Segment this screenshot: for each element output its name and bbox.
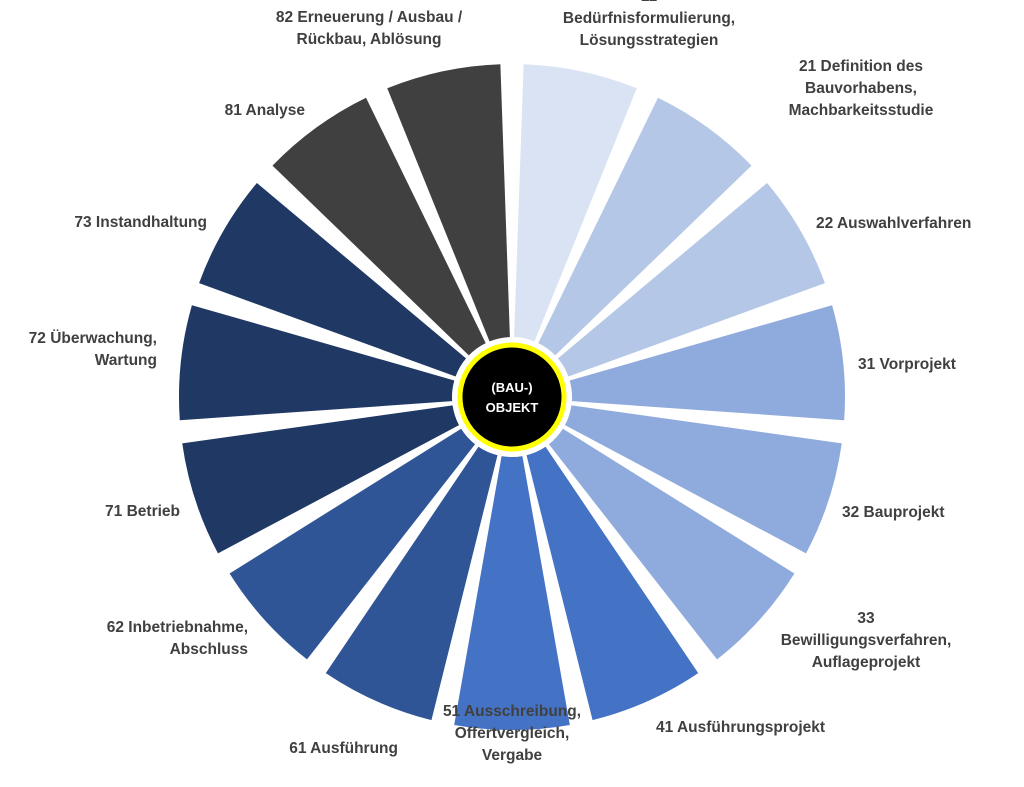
label-phase-32-line-1: 32 Bauprojekt — [842, 504, 945, 521]
wedge-phase-61 — [325, 446, 498, 721]
wedge-phase-22 — [557, 182, 825, 377]
label-phase-71-line-1: 71 Betrieb — [105, 503, 180, 520]
center-label-line-2: OBJEKT — [486, 400, 539, 415]
wedge-phase-62 — [229, 428, 476, 660]
label-phase-61-line-1: 61 Ausführung — [289, 740, 398, 757]
label-phase-51-line-1: 51 Ausschreibung, — [443, 703, 581, 720]
center-circle — [457, 342, 567, 452]
wedge-phase-32 — [564, 405, 842, 554]
label-phase-41-line-1: 41 Ausführungsprojekt — [656, 719, 825, 736]
wedge-phase-81 — [272, 97, 486, 356]
label-phase-33-line-1: 33 — [857, 610, 875, 627]
label-phase-33-line-2: Bewilligungsverfahren, — [781, 632, 952, 649]
wedge-phase-72 — [179, 305, 455, 421]
label-phase-82-line-1: 82 Erneuerung / Ausbau / — [276, 9, 463, 26]
label-phase-62-line-2: Abschluss — [170, 641, 248, 658]
label-phase-22-line-1: 22 Auswahlverfahren — [816, 215, 971, 232]
label-phase-31-line-1: 31 Vorprojekt — [858, 356, 956, 373]
wedge-phase-73 — [199, 182, 467, 377]
wedge-phase-21 — [538, 97, 752, 356]
wedge-phase-31 — [569, 305, 845, 421]
center-object: (BAU-) OBJEKT — [457, 342, 567, 452]
wedge-phase-41 — [526, 446, 699, 721]
label-phase-21-line-1: 21 Definition des — [799, 58, 923, 75]
label-phase-81-line-1: 81 Analyse — [225, 102, 306, 119]
label-phase-21-line-3: Machbarkeitsstudie — [789, 102, 934, 119]
label-phase-62-line-1: 62 Inbetriebnahme, — [107, 619, 248, 636]
wheel-labels: 11Bedürfnisformulierung, Lösungsstrategie… — [29, 0, 972, 764]
center-label-line-1: (BAU-) — [491, 380, 532, 395]
label-phase-33-line-3: Auflageprojekt — [812, 654, 921, 671]
wedge-phase-33 — [548, 428, 795, 660]
label-phase-72-line-1: 72 Überwachung, — [29, 330, 157, 347]
wheel-segments — [179, 64, 845, 730]
wedge-phase-11 — [514, 64, 637, 342]
label-phase-73-line-1: 73 Instandhaltung — [74, 214, 207, 231]
label-phase-11-line-2: Bedürfnisformulierung, — [563, 10, 735, 27]
label-phase-21-line-2: Bauvorhabens, — [805, 80, 917, 97]
wedge-phase-51 — [454, 456, 570, 730]
label-phase-51-line-2: Offertvergleich, — [455, 725, 570, 742]
wedge-phase-71 — [182, 405, 460, 554]
label-phase-82-line-2: Rückbau, Ablösung — [297, 31, 442, 48]
label-phase-11-line-1: 11 — [641, 0, 658, 5]
label-phase-72-line-2: Wartung — [95, 352, 157, 369]
label-phase-51-line-3: Vergabe — [482, 747, 543, 764]
wedge-phase-82 — [387, 64, 510, 342]
label-phase-11-line-3: Lösungsstrategien — [580, 32, 719, 49]
